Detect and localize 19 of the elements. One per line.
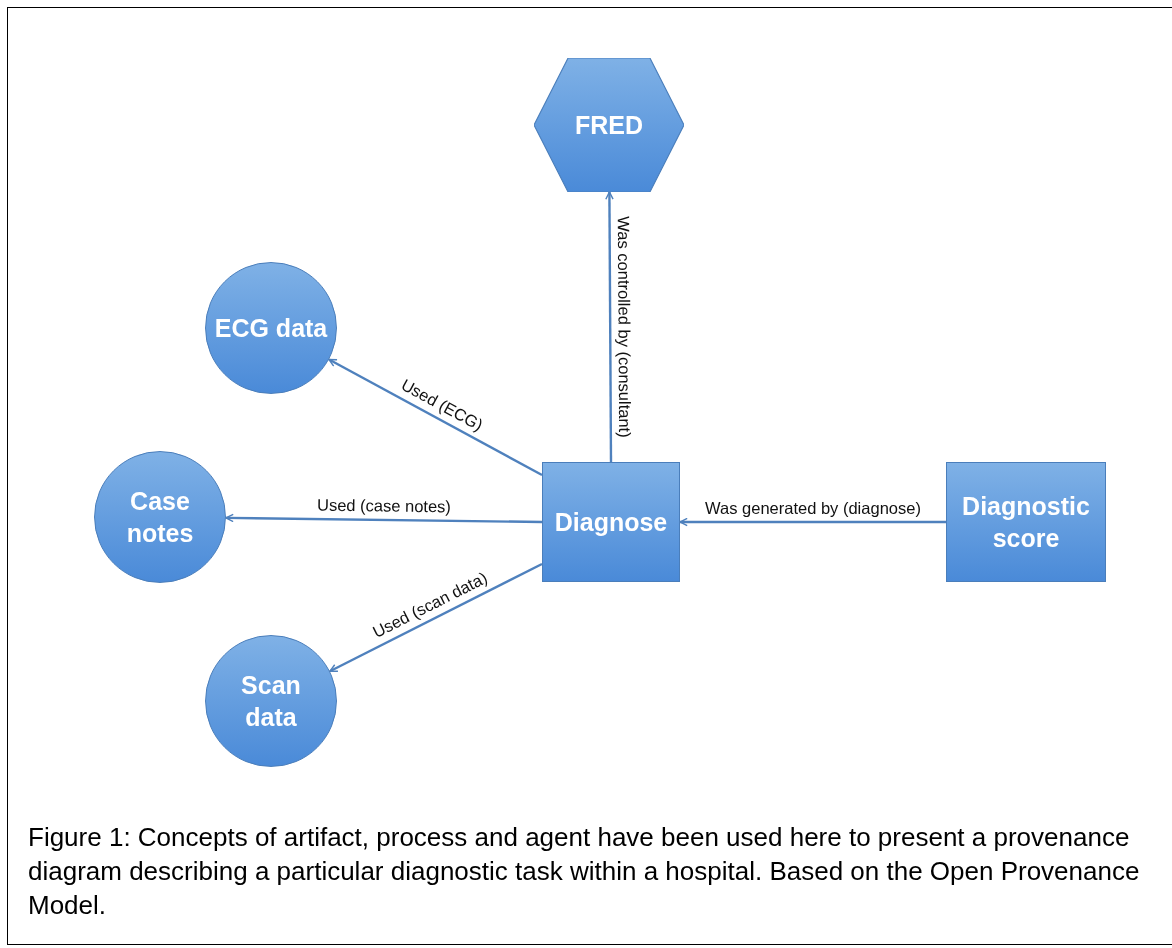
edge-label: Was generated by (diagnose) (705, 498, 921, 518)
edge-label: Was controlled by (consultant) (614, 216, 635, 438)
node-label: FRED (573, 109, 645, 141)
arrow (328, 358, 543, 477)
node-label: Diagnose (553, 506, 669, 538)
edge-label: Used (case notes) (317, 495, 452, 517)
hexagon-node (534, 58, 684, 192)
node-label: Diagnostic score (961, 490, 1091, 554)
figure-caption: Figure 1: Concepts of artifact, process and agent have been used here to present a provenance diagram describing a particular diagnostic task within a hospital. Based on the Open Provenance Model. (28, 821, 1141, 922)
arrow (225, 513, 542, 524)
arrow (679, 517, 946, 527)
process-box (542, 462, 680, 582)
node-label: Scan data (240, 669, 302, 733)
node-label: Case notes (125, 485, 195, 549)
edge-label: Used (scan data) (369, 568, 490, 642)
arrow (605, 191, 614, 462)
arrow (329, 562, 543, 673)
node-label: ECG data (213, 312, 329, 344)
process-box (946, 462, 1106, 582)
